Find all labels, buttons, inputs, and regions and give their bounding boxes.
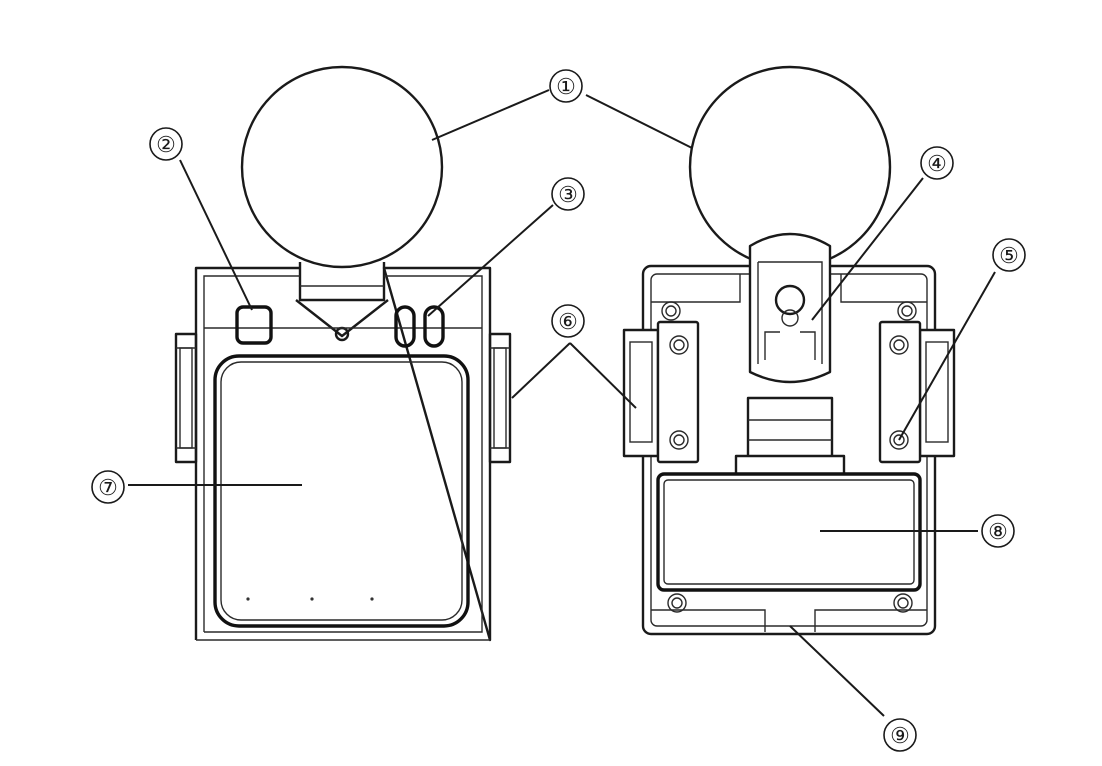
leader-3 [427, 204, 554, 317]
svg-text:⑧: ⑧ [988, 520, 1008, 545]
svg-text:⑥: ⑥ [558, 310, 578, 335]
svg-text:⑤: ⑤ [999, 244, 1019, 269]
back-hook-hole [774, 284, 806, 316]
callout-4: ④ [920, 146, 954, 180]
callout-5: ⑤ [992, 238, 1026, 272]
svg-text:④: ④ [927, 152, 947, 177]
svg-text:⑨: ⑨ [890, 724, 910, 749]
front-lamp-neck [298, 262, 386, 302]
front-lamp-bulb [240, 65, 444, 269]
front-v-notch [295, 299, 389, 338]
callout-6: ⑥ [551, 304, 585, 338]
front-indicator-left [394, 305, 416, 348]
back-connector [746, 396, 834, 460]
leader-1-front [431, 89, 550, 141]
svg-text:②: ② [156, 133, 176, 158]
svg-text:⑦: ⑦ [98, 476, 118, 501]
front-handle-right [488, 332, 512, 464]
callout-9: ⑨ [883, 718, 917, 752]
back-handle-left [622, 320, 700, 464]
svg-text:①: ① [556, 75, 576, 100]
back-screw [893, 339, 905, 351]
front-panel [213, 354, 470, 628]
svg-text:③: ③ [558, 183, 578, 208]
leader-1-back [585, 94, 693, 149]
callout-2: ② [149, 127, 183, 161]
callout-8: ⑧ [981, 514, 1015, 548]
back-handle-right [878, 320, 956, 464]
front-button [235, 305, 273, 345]
leader-2 [179, 159, 253, 311]
leader-9 [789, 625, 885, 717]
leader-6-right [569, 342, 637, 409]
back-hook-bracket [748, 232, 832, 384]
leader-6-left [511, 342, 571, 399]
back-view [622, 65, 956, 636]
leader-lines [128, 89, 996, 717]
callout-3: ③ [551, 177, 585, 211]
leader-4 [811, 177, 924, 321]
callout-1: ① [549, 69, 583, 103]
front-handle-left [174, 332, 198, 464]
leader-5 [898, 271, 996, 441]
back-bottom-slot [651, 609, 927, 632]
front-view [174, 65, 512, 642]
front-housing [194, 266, 492, 642]
callout-7: ⑦ [91, 470, 125, 504]
front-indicator-right [423, 305, 445, 348]
callouts: ① ② ③ ④ ⑤ ⑥ ⑦ ⑧ [91, 69, 1026, 752]
